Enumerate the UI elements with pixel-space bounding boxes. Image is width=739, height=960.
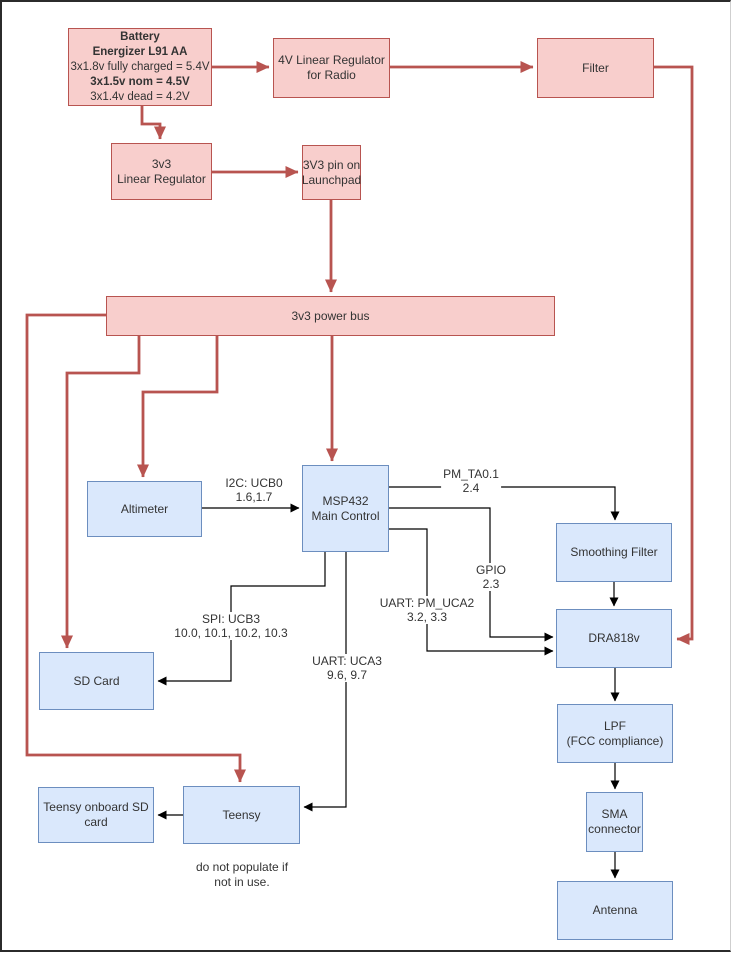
edge-label-uart-pm-uca2: UART: PM_UCA2 3.2, 3.3 [377, 596, 477, 624]
power-edge-bus-to-altimeter [137, 336, 219, 478]
signal-edge-msp432-to-sd-card-spi [157, 552, 326, 686]
node-battery: Battery Energizer L91 AA 3x1.8v fully ch… [68, 28, 212, 106]
edge-label-uart-uca3: UART: UCA3 9.6, 9.7 [310, 654, 384, 682]
node-sd-card: SD Card [39, 652, 154, 710]
node-3v3-linear-regulator: 3v3 Linear Regulator [111, 143, 212, 200]
battery-dead-voltage: 3x1.4v dead = 4.2V [90, 90, 190, 103]
power-edge-bus-to-sd-card [61, 336, 141, 649]
signal-edge-msp432-to-dra818v-uart [389, 528, 554, 656]
node-3v3-power-bus: 3v3 power bus [106, 296, 555, 336]
power-edge-bus-to-teensy [25, 313, 246, 783]
battery-charged-voltage: 3x1.8v fully charged = 5.4V [70, 60, 210, 73]
edge-label-i2c-ucb0: I2C: UCB0 1.6,1.7 [223, 476, 285, 504]
power-edge-filter-to-dra818v [654, 65, 694, 645]
node-4v-linear-regulator: 4V Linear Regulator for Radio [273, 38, 390, 98]
node-sma-connector: SMA connector [586, 792, 643, 852]
power-edge-battery-to-3v3-regulator [140, 106, 166, 140]
note-do-not-populate: do not populate if not in use. [195, 860, 289, 889]
battery-nominal-voltage: 3x1.5v nom = 4.5V [90, 75, 190, 88]
battery-title: Battery [120, 30, 160, 43]
node-msp432-main-control: MSP432 Main Control [302, 465, 389, 552]
node-3v3-pin-launchpad: 3V3 pin on Launchpad [302, 145, 361, 200]
edge-label-gpio: GPIO 2.3 [473, 563, 509, 591]
node-antenna: Antenna [557, 881, 673, 940]
node-altimeter: Altimeter [87, 481, 202, 537]
node-teensy: Teensy [183, 786, 300, 844]
node-lpf-fcc-compliance: LPF (FCC compliance) [557, 704, 673, 763]
signal-edge-msp432-to-teensy-uart [303, 552, 347, 812]
edge-label-pm-ta01: PM_TA0.1 2.4 [441, 467, 501, 495]
node-filter: Filter [537, 38, 654, 98]
edge-label-spi-ucb3: SPI: UCB3 10.0, 10.1, 10.2, 10.3 [172, 612, 290, 640]
battery-model: Energizer L91 AA [92, 45, 188, 58]
node-dra818v: DRA818v [556, 609, 672, 668]
node-smoothing-filter: Smoothing Filter [556, 523, 672, 582]
signal-edge-msp432-to-smoothing-filter-pm-ta01 [389, 486, 620, 521]
node-teensy-onboard-sd-card: Teensy onboard SD card [38, 787, 154, 843]
